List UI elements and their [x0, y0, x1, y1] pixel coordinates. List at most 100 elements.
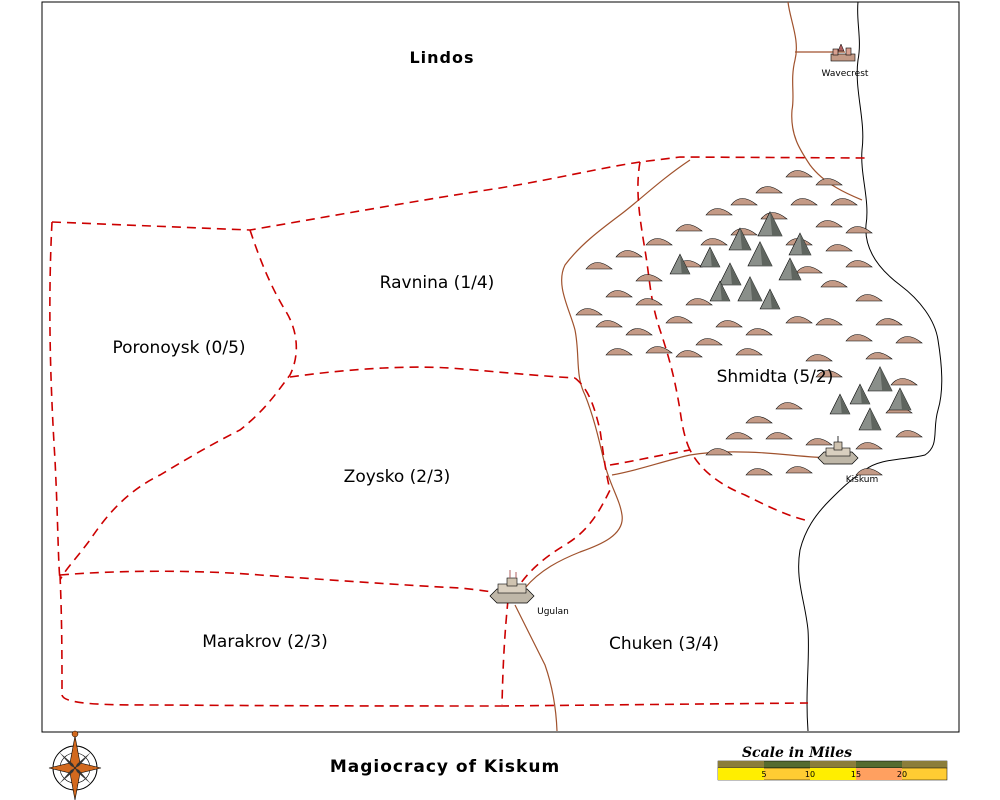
hill-icon — [635, 274, 663, 282]
mountain-icon — [849, 383, 871, 405]
region-label-shmidta: Shmidta (5/2) — [717, 367, 834, 387]
hill-icon — [785, 170, 813, 178]
city-label-wavecrest: Wavecrest — [822, 69, 869, 79]
region-borders — [49, 156, 867, 707]
hill-icon — [865, 352, 893, 360]
hill-icon — [895, 336, 923, 344]
hill-icon — [815, 370, 843, 378]
hill-icon — [785, 466, 813, 474]
mountains-layer — [669, 211, 912, 431]
hill-icon — [575, 308, 603, 316]
hill-icon — [625, 328, 653, 336]
scale-tick-5: 5 — [761, 770, 766, 779]
mountain-icon — [757, 211, 783, 237]
hill-icon — [845, 226, 873, 234]
hill-icon — [695, 338, 723, 346]
hill-icon — [645, 238, 673, 246]
map-frame — [41, 1, 960, 733]
region-label-lindos: Lindos — [409, 48, 474, 67]
mountain-icon — [728, 227, 752, 251]
hill-icon — [585, 262, 613, 270]
mountain-icon — [867, 366, 893, 392]
hill-icon — [830, 198, 858, 206]
mountain-icon — [747, 241, 773, 267]
hill-icon — [685, 298, 713, 306]
hill-icon — [855, 468, 883, 476]
hill-icon — [825, 244, 853, 252]
hill-icon — [635, 298, 663, 306]
hill-icon — [595, 320, 623, 328]
hill-icon — [665, 316, 693, 324]
hill-icon — [705, 448, 733, 456]
hill-icon — [895, 430, 923, 438]
hill-icon — [605, 348, 633, 356]
hill-icon — [795, 266, 823, 274]
scale-tick-15: 15 — [851, 770, 861, 779]
region-label-chuken: Chuken (3/4) — [609, 634, 719, 654]
hill-icon — [725, 432, 753, 440]
city-label-kiskum: Kiskum — [846, 475, 879, 485]
hill-icon — [675, 224, 703, 232]
hill-icon — [845, 334, 873, 342]
hill-icon — [745, 468, 773, 476]
hill-icon — [615, 250, 643, 258]
hill-icon — [745, 328, 773, 336]
region-label-zoysko: Zoysko (2/3) — [344, 467, 451, 487]
hill-icon — [815, 220, 843, 228]
hill-icon — [820, 280, 848, 288]
river-kiskum — [611, 451, 839, 476]
mountain-icon — [669, 253, 691, 275]
hill-icon — [605, 290, 633, 298]
hill-icon — [805, 438, 833, 446]
hill-icon — [730, 198, 758, 206]
city-wavecrest — [830, 43, 856, 62]
mountain-icon — [829, 393, 851, 415]
region-label-poronoysk: Poronoysk (0/5) — [112, 338, 245, 358]
scale-title: Scale in Miles — [742, 745, 852, 761]
hill-icon — [815, 318, 843, 326]
hill-icon — [775, 402, 803, 410]
river-south — [514, 604, 558, 732]
hill-icon — [745, 416, 773, 424]
city-label-ugulan: Ugulan — [537, 607, 569, 617]
map-title: Magiocracy of Kiskum — [330, 757, 560, 777]
hill-icon — [785, 316, 813, 324]
region-label-marakrov: Marakrov (2/3) — [202, 632, 327, 652]
hill-icon — [805, 354, 833, 362]
hill-icon — [890, 378, 918, 386]
hill-icon — [645, 346, 673, 354]
mountain-icon — [788, 232, 812, 256]
hill-icon — [845, 260, 873, 268]
scale-tick-20: 20 — [897, 770, 907, 779]
hill-icon — [875, 318, 903, 326]
mountain-icon — [858, 407, 882, 431]
hill-icon — [815, 178, 843, 186]
region-label-ravnina: Ravnina (1/4) — [380, 273, 495, 293]
mountain-icon — [888, 387, 912, 411]
city-ugulan — [489, 570, 535, 604]
hill-icon — [855, 294, 883, 302]
hill-icon — [790, 198, 818, 206]
scale-tick-10: 10 — [805, 770, 815, 779]
city-kiskum — [817, 436, 859, 465]
mountain-icon — [718, 262, 742, 286]
hill-icon — [735, 348, 763, 356]
hills-layer — [575, 170, 923, 476]
mountain-icon — [699, 246, 721, 268]
mountain-icon — [778, 257, 802, 281]
mountain-icon — [759, 288, 781, 310]
hill-icon — [755, 186, 783, 194]
hill-icon — [675, 350, 703, 358]
hill-icon — [700, 238, 728, 246]
coastline — [798, 1, 943, 732]
compass-rose-icon — [48, 730, 102, 800]
mountain-icon — [737, 276, 763, 302]
scale-bar: Scale in Miles 5 10 15 20 — [717, 745, 948, 781]
hill-icon — [765, 432, 793, 440]
river-west — [524, 159, 691, 589]
mountain-icon — [709, 280, 731, 302]
hill-icon — [715, 320, 743, 328]
hill-icon — [705, 208, 733, 216]
hill-icon — [855, 442, 883, 450]
